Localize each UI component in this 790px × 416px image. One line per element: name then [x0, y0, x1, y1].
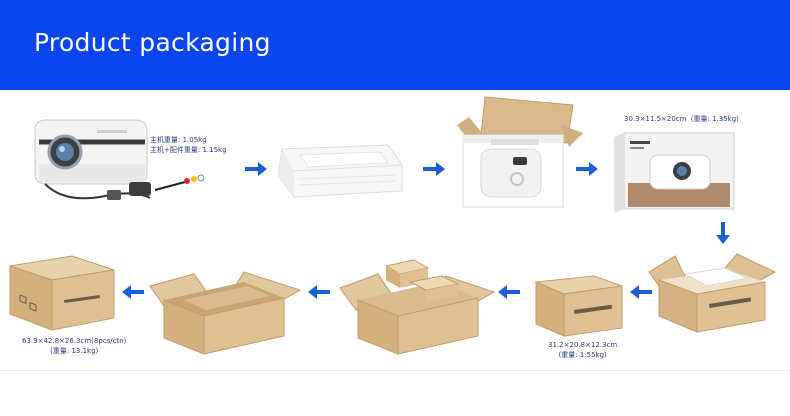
- open-shipping-box: [648, 253, 777, 333]
- carton-packing-boxes: [339, 259, 496, 355]
- header-banner: Product packaging: [0, 0, 790, 90]
- master-carton: [9, 255, 115, 331]
- carton-spec: 63.9×42.8×26.3cm(8pcs/ctn) (重量: 13.1kg): [22, 336, 126, 356]
- projector-weight-spec: 主机重量: 1.05kg 主机+配件重量: 1.15kg: [150, 135, 227, 155]
- arrow-icon: [245, 162, 267, 176]
- carton-weight-text: (重量: 13.1kg): [50, 347, 99, 355]
- gift-box: [614, 132, 735, 213]
- accessory-weight-text: 主机+配件重量: 1.15kg: [150, 146, 227, 154]
- projector-weight-text: 主机重量: 1.05kg: [150, 136, 207, 144]
- foam-insert: [277, 144, 403, 198]
- single-box-size-text: 31.2×20.8×12.3cm: [548, 341, 618, 349]
- divider: [0, 370, 790, 371]
- single-shipping-box: [534, 275, 623, 337]
- arrow-down-icon: [716, 222, 730, 244]
- arrow-icon: [122, 285, 144, 299]
- arrow-icon: [630, 285, 652, 299]
- projector-with-accessories: [34, 119, 205, 200]
- carton-size-text: 63.9×42.8×26.3cm(8pcs/ctn): [22, 337, 127, 345]
- arrow-icon: [498, 285, 520, 299]
- arrow-icon: [308, 285, 330, 299]
- single-box-weight-text: (重量: 1.55kg): [558, 351, 607, 359]
- arrow-icon: [576, 162, 598, 176]
- arrow-icon: [423, 162, 445, 176]
- page-title: Product packaging: [34, 28, 271, 57]
- open-box-with-projector: [457, 96, 583, 208]
- gift-box-size-spec: 30.3×11.5×20cm（重量: 1.35kg): [624, 115, 739, 123]
- single-box-spec: 31.2×20.8×12.3cm (重量: 1.55kg): [548, 340, 617, 360]
- open-carton: [149, 271, 302, 355]
